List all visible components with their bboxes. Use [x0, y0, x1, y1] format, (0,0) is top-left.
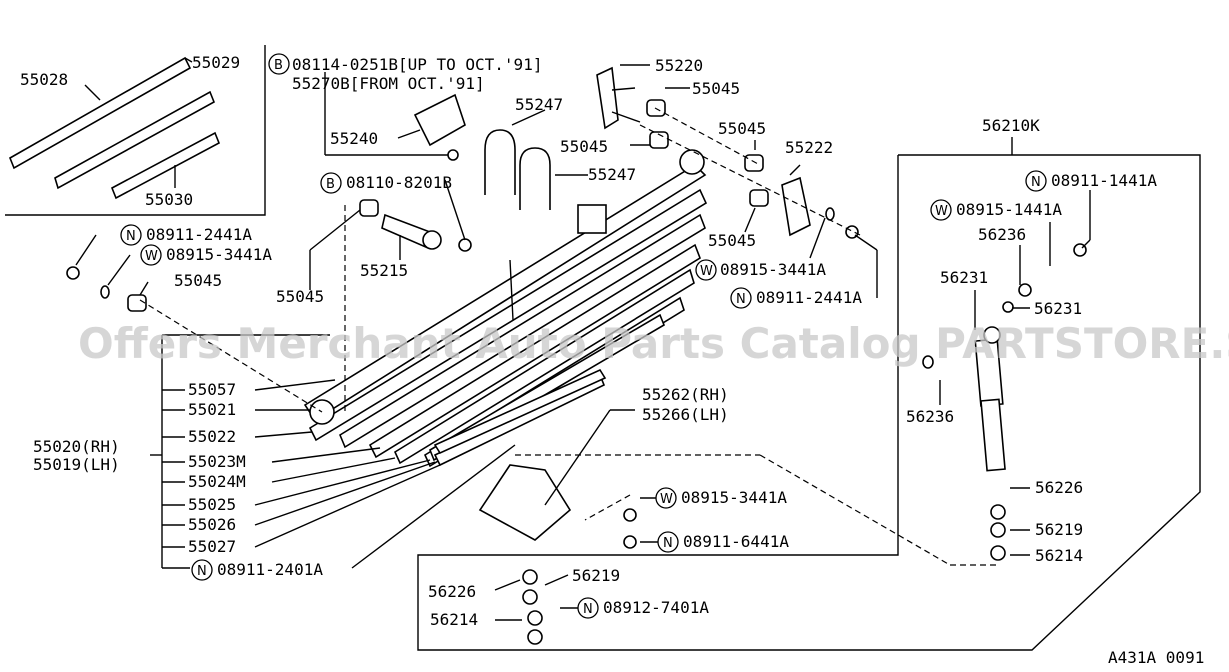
label-56219-b: 56219 [572, 566, 620, 585]
label-56231-a: 56231 [940, 268, 988, 287]
badge-n-08911-2441a-b [730, 287, 752, 309]
label-55029: 55029 [192, 53, 240, 72]
label-08915-1441a: 08915-1441A [956, 200, 1062, 219]
watermark-text: Offers Merchant Auto Parts Catalog PARTS… [78, 319, 1229, 368]
label-56236-b: 56236 [906, 407, 954, 426]
dashed-alignment-lines [139, 107, 1000, 566]
label-56236-a: 56236 [978, 225, 1026, 244]
badge-n-08911-2441a [120, 224, 142, 246]
label-55262rh: 55262(RH) [642, 385, 729, 404]
label-55045-c: 55045 [718, 119, 766, 138]
shackle-bracket-55220 [596, 66, 641, 130]
label-55220: 55220 [655, 56, 703, 75]
label-55023m: 55023M [188, 452, 246, 471]
badge-b-08110 [320, 172, 342, 194]
bracket-55240 [413, 93, 466, 147]
label-55020rh: 55020(RH) [33, 437, 120, 456]
label-55045-a: 55045 [692, 79, 740, 98]
label-55057: 55057 [188, 380, 236, 399]
label-08911-6441a: 08911-6441A [683, 532, 789, 551]
badge-b-08114 [268, 53, 290, 75]
badge-n-letter-4: N [197, 564, 207, 579]
shock-absorber-56210k [974, 326, 1006, 472]
label-56219-a: 56219 [1035, 520, 1083, 539]
badge-w-08915-3441a-c [655, 487, 677, 509]
badge-w-08915-1441a [930, 199, 952, 221]
label-55027: 55027 [188, 537, 236, 556]
label-55247-b: 55247 [588, 165, 636, 184]
label-08911-2441a: 08911-2441A [146, 225, 252, 244]
label-55025: 55025 [188, 495, 236, 514]
inset-leaf-springs [8, 56, 221, 200]
part-number-labels: 55028 55029 55030 08114-0251B[UP TO OCT.… [20, 53, 1204, 667]
label-55021: 55021 [188, 400, 236, 419]
label-55240: 55240 [330, 129, 378, 148]
spec-badges: B B N W W N N W N W N N [120, 53, 1047, 619]
label-56210k: 56210K [982, 116, 1040, 135]
u-bolts-55247 [484, 129, 551, 210]
diagram-code: A431A 0091 [1108, 648, 1204, 667]
badge-w-letter-1: W [145, 249, 158, 264]
label-08915-3441a-b: 08915-3441A [720, 260, 826, 279]
label-55022: 55022 [188, 427, 236, 446]
label-56226-a: 56226 [1035, 478, 1083, 497]
badge-w-letter-2: W [700, 264, 713, 279]
label-56226-b: 56226 [428, 582, 476, 601]
badge-n-08912-7401a [577, 597, 599, 619]
badge-b-08110-letter: B [326, 177, 335, 192]
label-55215: 55215 [360, 261, 408, 280]
badge-w-08915-3441a [140, 244, 162, 266]
label-56231-b: 56231 [1034, 299, 1082, 318]
badge-w-08915-3441a-b [695, 259, 717, 281]
label-56214-b: 56214 [430, 610, 478, 629]
badge-n-letter-6: N [583, 602, 593, 617]
badge-n-08911-1441a [1025, 170, 1047, 192]
spring-seat-55262 [478, 464, 572, 541]
badge-n-letter-2: N [736, 292, 746, 307]
badge-n-08911-2401a [191, 559, 213, 581]
spacer [577, 204, 607, 234]
label-55045-d: 55045 [174, 271, 222, 290]
leader-lines [75, 57, 1091, 621]
label-55045-b: 55045 [560, 137, 608, 156]
badge-w-letter-3: W [935, 204, 948, 219]
label-55028: 55028 [20, 70, 68, 89]
badge-w-letter-4: W [660, 492, 673, 507]
label-55026: 55026 [188, 515, 236, 534]
bushings-55045 [127, 99, 769, 312]
badge-n-letter-5: N [663, 536, 673, 551]
badge-n-letter-3: N [1031, 175, 1041, 190]
label-56214-a: 56214 [1035, 546, 1083, 565]
label-08114-0251b: 08114-0251B[UP TO OCT.'91] [292, 55, 542, 74]
label-55266lh: 55266(LH) [642, 405, 729, 424]
inset-box-border [5, 45, 266, 216]
badge-n-letter-1: N [126, 229, 136, 244]
label-08911-2401a: 08911-2401A [217, 560, 323, 579]
label-08915-3441a-a: 08915-3441A [166, 245, 272, 264]
label-55222: 55222 [785, 138, 833, 157]
main-leaf-spring-stack [303, 149, 708, 468]
label-08911-2441a-b: 08911-2441A [756, 288, 862, 307]
label-08110-8201b: 08110-8201B [346, 173, 452, 192]
label-55030: 55030 [145, 190, 193, 209]
label-55247-a: 55247 [515, 95, 563, 114]
label-55024m: 55024M [188, 472, 246, 491]
label-08912-7401a: 08912-7401A [603, 598, 709, 617]
label-08915-3441a-c: 08915-3441A [681, 488, 787, 507]
label-55045-e: 55045 [276, 287, 324, 306]
label-55270b: 55270B[FROM OCT.'91] [292, 74, 485, 93]
label-08911-1441a: 08911-1441A [1051, 171, 1157, 190]
label-55045-f: 55045 [708, 231, 756, 250]
shackle-plate-55222 [781, 176, 811, 237]
badge-n-08911-6441a [657, 531, 679, 553]
shock-absorber-box [417, 154, 1201, 651]
badge-b-08114-letter: B [274, 58, 283, 73]
label-55019lh: 55019(LH) [33, 455, 120, 474]
